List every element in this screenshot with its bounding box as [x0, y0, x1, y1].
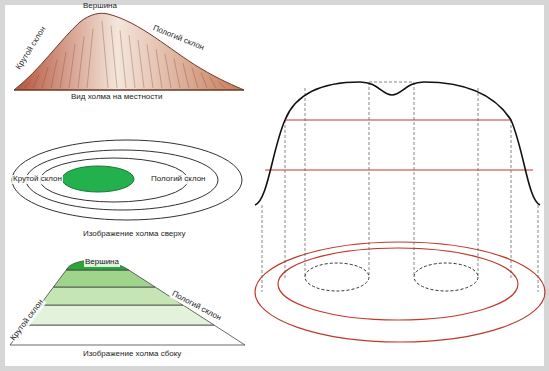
caption-label: Вершина	[82, 2, 118, 11]
caption-label: Изображение холма сбоку	[82, 350, 182, 359]
hill-view	[14, 13, 244, 90]
hill-top	[62, 166, 134, 192]
panel	[5, 5, 544, 366]
contour-projection	[255, 82, 545, 342]
caption-label: Изображение холма сверху	[82, 230, 187, 239]
caption-label: Пологий склон	[150, 175, 207, 184]
caption-label: Вершина	[84, 258, 120, 267]
caption-label: Вид холма на местности	[70, 93, 163, 102]
caption-label: Крутой склон	[12, 175, 63, 184]
contour-lines	[12, 140, 242, 220]
